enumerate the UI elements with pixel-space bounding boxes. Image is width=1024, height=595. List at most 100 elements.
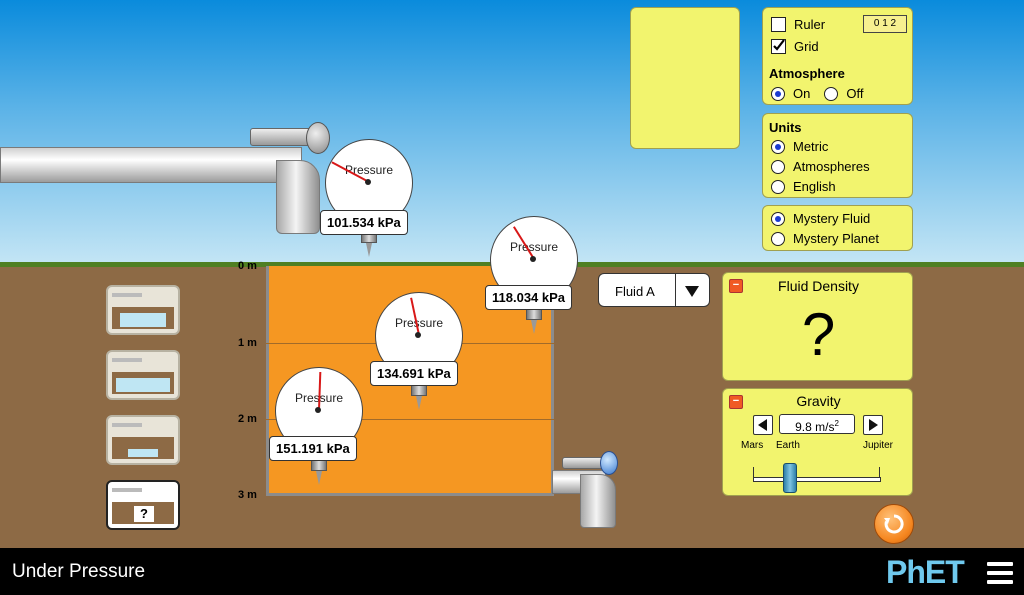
- mystery-panel: Mystery Fluid Mystery Planet: [762, 205, 913, 251]
- gravity-unit-exponent: 2: [834, 419, 839, 428]
- units-title: Units: [769, 120, 802, 135]
- scene-button-trapezoid-pool[interactable]: [106, 350, 180, 400]
- units-english-row[interactable]: English: [771, 179, 836, 194]
- mystery-fluid-row[interactable]: Mystery Fluid: [771, 211, 870, 226]
- mini-water-icon: [120, 313, 166, 327]
- gravity-decrease-button[interactable]: [753, 415, 773, 435]
- gravity-label-mars: Mars: [741, 440, 764, 451]
- fluid-density-panel: − Fluid Density ?: [722, 272, 913, 381]
- pressure-readout-2: 118.034 kPa: [485, 285, 573, 310]
- sim-title: Under Pressure: [12, 561, 146, 582]
- gravity-increase-button[interactable]: [863, 415, 883, 435]
- pressure-readout-3: 134.691 kPa: [370, 361, 458, 386]
- ruler-checkbox-row[interactable]: Ruler: [771, 17, 825, 32]
- reset-all-button[interactable]: [874, 504, 914, 544]
- gauge-hub: [415, 332, 421, 338]
- ruler-icon-ticks: 0 1 2: [873, 18, 897, 29]
- units-metric-row[interactable]: Metric: [771, 139, 828, 154]
- gravity-label-earth: Earth: [776, 440, 800, 451]
- dropdown-arrow-icon[interactable]: [685, 286, 699, 297]
- mystery-fluid-label[interactable]: Mystery Fluid: [793, 211, 871, 226]
- mystery-planet-label[interactable]: Mystery Planet: [793, 231, 879, 246]
- ruler-toolbox-panel: [630, 7, 740, 149]
- mini-pipe-icon: [112, 293, 142, 297]
- mystery-planet-row[interactable]: Mystery Planet: [771, 231, 879, 246]
- pressure-readout-1: 101.534 kPa: [320, 210, 408, 235]
- gravity-value-display: 9.8 m/s2: [779, 414, 855, 434]
- outlet-faucet-spout: [580, 474, 616, 528]
- units-atmospheres-label[interactable]: Atmospheres: [793, 159, 870, 174]
- gauge-tip: [366, 243, 372, 257]
- gauge-tip: [531, 320, 537, 334]
- scene-button-chamber-pool[interactable]: [106, 415, 180, 465]
- units-atmospheres-row[interactable]: Atmospheres: [771, 159, 870, 174]
- atmosphere-options: On Off: [771, 86, 863, 101]
- gravity-title: Gravity: [796, 393, 841, 409]
- mini-pipe-icon: [112, 423, 142, 427]
- mystery-mark: ?: [134, 506, 154, 522]
- gravity-label-jupiter: Jupiter: [863, 440, 894, 451]
- mini-water-icon: [116, 378, 170, 392]
- mini-pipe-icon: [112, 358, 142, 362]
- units-panel: Units Metric Atmospheres English: [762, 113, 913, 198]
- phet-logo[interactable]: PhET: [886, 554, 965, 590]
- units-english-radio[interactable]: [771, 179, 785, 194]
- inlet-pipe: [0, 147, 302, 183]
- atmosphere-off-radio[interactable]: [824, 86, 839, 101]
- grid-label: Grid: [794, 39, 819, 54]
- atmosphere-on-radio[interactable]: [771, 86, 785, 101]
- depth-label-1: 1 m: [238, 337, 257, 349]
- reset-icon: [884, 514, 904, 534]
- gauge-tip: [416, 396, 422, 410]
- tools-panel: Ruler 0 1 2 Grid Atmosphere On Off: [762, 7, 913, 105]
- gravity-slider-tick-right: [879, 467, 880, 477]
- navigation-bar: Under Pressure PhET: [0, 548, 1024, 595]
- collapse-fluid-density-button[interactable]: −: [729, 279, 743, 293]
- gauge-hub: [365, 179, 371, 185]
- gauge-hub: [315, 407, 321, 413]
- scene-button-mystery-pool[interactable]: ?: [106, 480, 180, 530]
- units-metric-label[interactable]: Metric: [793, 139, 829, 154]
- depth-label-0: 0 m: [238, 260, 257, 272]
- grid-checkbox[interactable]: [771, 39, 786, 54]
- collapse-gravity-button[interactable]: −: [729, 395, 743, 409]
- scene-button-square-pool[interactable]: [106, 285, 180, 335]
- depth-label-2: 2 m: [238, 413, 257, 425]
- gravity-slider-tick-left: [753, 467, 754, 477]
- gauge-label: Pressure: [394, 316, 444, 330]
- mystery-fluid-radio[interactable]: [771, 211, 785, 226]
- ruler-icon: 0 1 2: [863, 15, 907, 33]
- gravity-panel: − Gravity 9.8 m/s2 Mars Earth Jupiter: [722, 388, 913, 496]
- mini-ground-icon: [112, 437, 174, 459]
- gravity-value: 9.8 m/s: [795, 420, 835, 434]
- atmosphere-off-label[interactable]: Off: [846, 86, 864, 101]
- grid-line-2m: [266, 419, 554, 420]
- dropdown-separator: [675, 274, 676, 306]
- grid-checkbox-row[interactable]: Grid: [771, 39, 819, 54]
- ruler-label: Ruler: [794, 17, 826, 32]
- gauge-hub: [530, 256, 536, 262]
- gravity-slider-track[interactable]: [753, 477, 881, 482]
- pressure-readout-4: 151.191 kPa: [269, 436, 357, 461]
- units-metric-radio[interactable]: [771, 139, 785, 154]
- inlet-faucet-handle[interactable]: [250, 128, 314, 146]
- menu-hamburger-icon[interactable]: [987, 562, 1013, 589]
- mystery-planet-radio[interactable]: [771, 231, 785, 246]
- atmosphere-title: Atmosphere: [769, 66, 845, 81]
- inlet-faucet-knob[interactable]: [306, 122, 330, 154]
- atmosphere-on-label[interactable]: On: [793, 86, 811, 101]
- fluid-select-value: Fluid A: [615, 284, 655, 299]
- fluid-density-title: Fluid Density: [778, 278, 859, 294]
- mini-pipe-icon: [112, 488, 142, 492]
- gravity-slider-thumb[interactable]: [783, 463, 797, 493]
- gauge-label: Pressure: [509, 240, 559, 254]
- gauge-tip: [316, 471, 322, 485]
- units-atmospheres-radio[interactable]: [771, 159, 785, 174]
- fluid-select-dropdown[interactable]: Fluid A: [598, 273, 710, 307]
- ruler-checkbox[interactable]: [771, 17, 786, 32]
- depth-label-3: 3 m: [238, 489, 257, 501]
- inlet-faucet-spout: [276, 160, 320, 234]
- outlet-faucet-knob[interactable]: [600, 451, 618, 475]
- mini-water-icon: [128, 449, 158, 457]
- units-english-label[interactable]: English: [793, 179, 836, 194]
